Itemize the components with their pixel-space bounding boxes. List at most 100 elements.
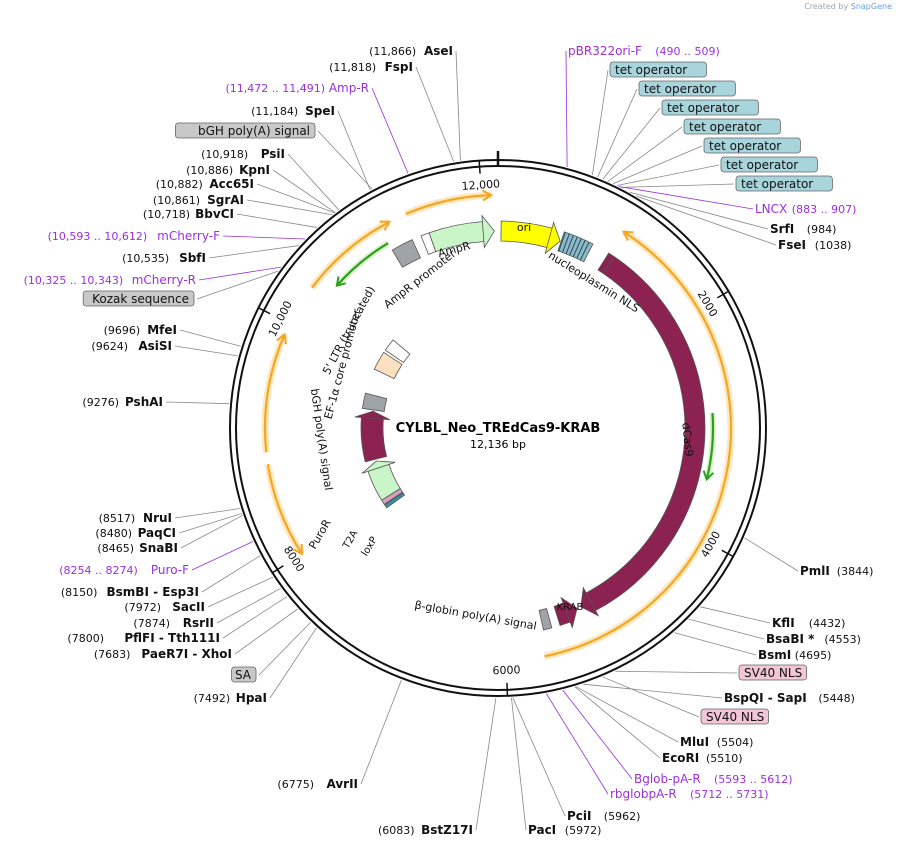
leader-line bbox=[256, 183, 335, 214]
leader-line bbox=[597, 88, 638, 178]
site-position: (1038) bbox=[815, 239, 852, 252]
leader-line bbox=[337, 110, 371, 191]
tet-operator-stripe bbox=[569, 236, 578, 256]
tet-operator-label: tet operator bbox=[709, 139, 781, 153]
site-position: (8150) bbox=[61, 586, 98, 599]
feature-nls1 bbox=[597, 252, 615, 274]
tet-operator-label: tet operator bbox=[644, 82, 716, 96]
leader-line bbox=[512, 697, 566, 817]
site-label: KflI bbox=[772, 616, 795, 630]
feature-loxp bbox=[384, 492, 406, 509]
tick-label: 8000 bbox=[281, 544, 307, 575]
site-label: PflFI - Tth111I bbox=[124, 631, 220, 645]
leader-line bbox=[222, 596, 288, 639]
feature-label-dtk: ΔTK bbox=[286, 448, 301, 471]
leader-line bbox=[287, 153, 340, 211]
tet-operator-box bbox=[609, 61, 707, 78]
sv40-nls-box bbox=[700, 708, 769, 725]
site-label: RsrII bbox=[183, 616, 214, 630]
leader-line bbox=[620, 183, 735, 188]
leader-line bbox=[688, 618, 765, 640]
plasmid-size: 12,136 bp bbox=[470, 438, 526, 451]
orf-arc bbox=[266, 464, 303, 555]
leader-line bbox=[272, 169, 336, 213]
leader-line bbox=[574, 686, 661, 759]
orf-arrowhead bbox=[379, 220, 392, 231]
site-position: (8465) bbox=[97, 542, 134, 555]
site-position: (5504) bbox=[717, 736, 754, 749]
leader-line bbox=[618, 186, 754, 210]
tick-mark bbox=[716, 290, 729, 299]
site-position: (7874) bbox=[133, 617, 170, 630]
leader-line bbox=[201, 555, 261, 593]
tick-mark bbox=[478, 160, 481, 174]
site-position: (4695) bbox=[795, 649, 832, 662]
site-label: BsmBI - Esp3I bbox=[107, 585, 199, 599]
leader-line bbox=[174, 508, 241, 519]
site-position: (5972) bbox=[565, 824, 602, 837]
tet-operator-stripe bbox=[565, 235, 574, 255]
leader-line bbox=[165, 401, 230, 405]
site-position: (5510) bbox=[706, 752, 743, 765]
leader-line bbox=[269, 627, 317, 699]
site-label: PsiI bbox=[261, 147, 285, 161]
leader-line bbox=[562, 689, 633, 780]
site-label: AsiSI bbox=[138, 339, 172, 353]
primer-position: (490 .. 509) bbox=[655, 45, 720, 58]
leader-line bbox=[612, 145, 703, 185]
feature-label-krab: KRAB bbox=[557, 602, 584, 613]
orf-arrowhead bbox=[335, 276, 347, 287]
orf-arc bbox=[705, 413, 715, 480]
feature-label-bglob: β-globin poly(A) signal bbox=[414, 598, 538, 632]
site-position: (10,886) bbox=[186, 164, 233, 177]
leader-line bbox=[700, 606, 771, 624]
site-position: (984) bbox=[807, 223, 837, 236]
feature-bgh1 bbox=[391, 239, 421, 268]
primer-label: Amp-R bbox=[329, 81, 369, 95]
feature-label-t2a: T2A bbox=[341, 529, 361, 552]
site-label: SpeI bbox=[305, 104, 335, 118]
feature-ltr bbox=[384, 339, 411, 364]
leader-line bbox=[234, 608, 298, 655]
site-label: NruI bbox=[143, 511, 172, 525]
leader-line bbox=[455, 50, 461, 161]
site-label: SrfI bbox=[770, 222, 794, 236]
tet-operator-stripe bbox=[562, 233, 570, 253]
site-label: BsmI bbox=[758, 648, 791, 662]
orf-arc bbox=[544, 230, 733, 658]
leader-line bbox=[179, 329, 241, 347]
tet-operator-box bbox=[735, 175, 833, 192]
leader-line bbox=[592, 69, 609, 176]
site-position: (5962) bbox=[604, 810, 641, 823]
site-label: AseI bbox=[424, 44, 453, 58]
site-position: (4553) bbox=[824, 633, 861, 646]
site-label: Acc65I bbox=[209, 177, 254, 191]
primer-position: (5712 .. 5731) bbox=[690, 788, 769, 801]
primer-position: (11,472 .. 11,491) bbox=[225, 82, 325, 95]
leader-line bbox=[607, 126, 683, 182]
credit-prefix: Created by bbox=[804, 2, 849, 11]
tet-operator-stripe bbox=[579, 241, 590, 261]
leader-line bbox=[674, 632, 757, 656]
leader-line bbox=[208, 245, 300, 259]
sv40-nls-box bbox=[738, 664, 807, 681]
orf-halo bbox=[264, 463, 305, 556]
gray-feature-box bbox=[231, 666, 257, 683]
site-position: (10,918) bbox=[201, 148, 248, 161]
leader-line bbox=[565, 50, 568, 167]
feature-ori bbox=[500, 220, 561, 255]
site-label: MluI bbox=[680, 735, 709, 749]
feature-tetop bbox=[557, 231, 594, 263]
tick-label: 10,000 bbox=[266, 299, 295, 339]
leader-line bbox=[258, 622, 311, 676]
site-position: (7492) bbox=[194, 692, 231, 705]
snapgene-logo: SnapGene bbox=[850, 2, 892, 11]
site-position: (10,718) bbox=[143, 208, 190, 221]
orf-arrowhead bbox=[482, 189, 494, 202]
site-label: SacII bbox=[172, 600, 205, 614]
tet-operator-box bbox=[720, 156, 818, 173]
primer-label: LNCX bbox=[755, 202, 787, 216]
site-position: (8480) bbox=[95, 527, 132, 540]
primer-position: (5593 .. 5612) bbox=[714, 773, 793, 786]
leader-line bbox=[216, 587, 281, 624]
